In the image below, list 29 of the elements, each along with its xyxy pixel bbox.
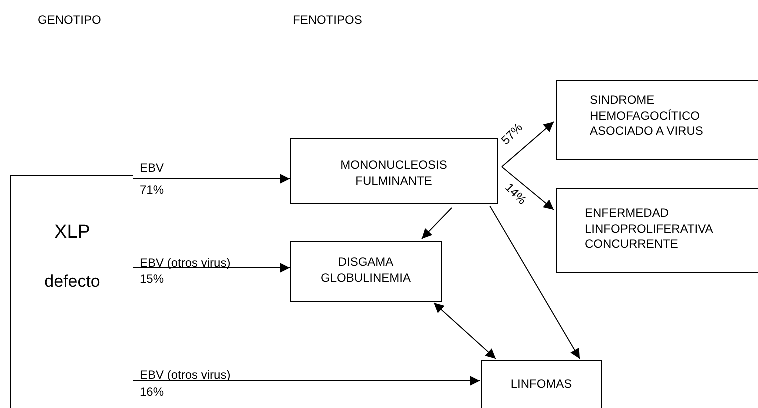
arrow [434,302,496,360]
percentage-label: 71% [140,184,164,196]
process-box [290,138,498,204]
column-heading: FENOTIPOS [293,14,362,26]
percentage-label: 16% [140,386,164,398]
process-box [290,241,442,302]
arrow [490,206,580,360]
edge-label: EBV (otros virus) [140,369,231,381]
edge-label: EBV (otros virus) [140,257,231,269]
process-box [556,188,758,273]
box-subtitle: defecto [44,271,102,293]
box-label: SINDROME HEMOFAGOCÍTICO ASOCIADO A VIRUS [590,93,704,140]
process-box [481,360,602,408]
process-box [556,80,758,160]
box-title: XLP [54,221,92,245]
box-label: MONONUCLEOSIS FULMINANTE [340,158,448,190]
box-label: ENFERMEDAD LINFOPROLIFERATIVA CONCURRENTE [585,206,714,253]
arrow [132,376,480,386]
column-heading: GENOTIPO [38,14,102,26]
box-label: LINFOMAS [510,377,574,393]
arrow [502,166,554,210]
box-label: DISGAMA GLOBULINEMIA [320,255,412,286]
arrow [132,174,290,184]
edge-label: EBV [140,162,164,174]
percentage-label: 15% [140,273,164,285]
arrow [502,122,554,168]
arrow [422,208,452,240]
arrow [132,263,290,273]
process-box [10,175,133,408]
